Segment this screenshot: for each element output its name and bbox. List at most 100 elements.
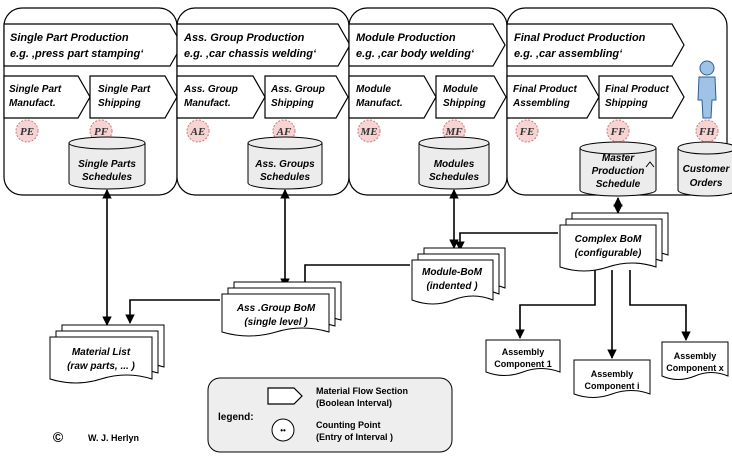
counting-point — [15, 119, 39, 143]
connectors — [102, 189, 691, 359]
counting-point — [515, 119, 539, 143]
legend-text: (Entry of Interval ) — [316, 432, 393, 442]
counting-point-label: AE — [190, 126, 206, 138]
stage-module: Module Production e.g. ‚car body welding… — [348, 7, 508, 196]
step-label: Ass. Group — [183, 84, 238, 95]
db-label: Production — [592, 166, 645, 177]
db-label: Schedule — [596, 179, 641, 190]
step-label: Final Product — [513, 84, 578, 95]
counting-point-label: FF — [610, 126, 626, 138]
step-label: Manufact. — [356, 98, 403, 109]
counting-point — [186, 119, 210, 143]
counting-point — [606, 119, 630, 143]
step-label: Single Part — [9, 84, 62, 95]
assgroup-bom-doc: Ass .Group BoM (single level ) — [221, 281, 342, 337]
small-arrow-icon — [645, 161, 655, 168]
step-label: Assembling — [512, 98, 570, 109]
counting-point-label: MF — [444, 126, 463, 138]
db-label: Customer — [683, 164, 731, 175]
component-label: Component 1 — [494, 359, 552, 369]
connector-line — [515, 270, 596, 339]
stage-example: e.g. ‚car body welding‘ — [356, 48, 475, 60]
person-icon — [697, 60, 717, 119]
database-cylinder — [579, 141, 657, 197]
counting-point-label: FH — [698, 126, 715, 138]
counting-point-label: FE — [519, 126, 535, 138]
db-label: Modules — [434, 159, 475, 170]
copyright-symbol: © — [53, 429, 64, 445]
doc-label: Material List — [72, 347, 131, 358]
step-label: Single Part — [98, 84, 151, 95]
step-label: Ass. Group — [270, 84, 325, 95]
db-label: Schedules — [82, 172, 132, 183]
step-label: Module — [443, 84, 478, 95]
step-label: Shipping — [98, 98, 141, 109]
connector-line — [455, 232, 558, 251]
connector-line — [125, 299, 220, 324]
assembly-component-x: Assembly Component x — [661, 341, 729, 380]
component-label: Component x — [666, 363, 724, 373]
database-cylinder — [68, 136, 146, 190]
legend-text: Material Flow Section — [316, 386, 408, 396]
counting-point — [272, 119, 296, 143]
doc-label: (indented ) — [426, 281, 478, 292]
component-label: Assembly — [591, 369, 634, 379]
doc-label: (configurable) — [575, 248, 642, 259]
stage-title: Single Part Production — [10, 32, 129, 44]
copyright-author: W. J. Herlyn — [88, 433, 139, 443]
stage-title: Final Product Production — [514, 32, 646, 44]
doc-label: Ass .Group BoM — [236, 303, 316, 314]
assembly-component-i: Assembly Component i — [573, 359, 651, 398]
component-label: Assembly — [502, 347, 545, 357]
counting-point — [89, 119, 113, 143]
legend: legend: Material Flow Section (Boolean I… — [207, 377, 453, 453]
database-cylinder — [418, 136, 490, 190]
material-list-doc: Material List (raw parts, ... ) — [49, 324, 165, 384]
complex-bom-doc: Complex BoM (configurable) — [559, 212, 669, 272]
database-cylinder — [677, 141, 732, 197]
copyright: © W. J. Herlyn — [53, 429, 139, 445]
db-label: Orders — [690, 178, 723, 189]
legend-text: (Boolean Interval) — [316, 398, 392, 408]
connector-line — [629, 270, 691, 341]
counting-point — [695, 119, 719, 143]
component-label: Assembly — [674, 351, 717, 361]
stage-title: Module Production — [356, 32, 456, 44]
legend-symbol: •• — [280, 426, 286, 435]
stage-final-product: Final Product Production e.g. ‚car assem… — [506, 7, 728, 197]
legend-label: legend: — [218, 412, 254, 423]
counting-point-label: AF — [276, 126, 292, 138]
step-label: Module — [356, 84, 391, 95]
step-label: Manufact. — [9, 98, 56, 109]
db-label: Single Parts — [78, 159, 136, 170]
customer: FH Customer Orders — [677, 60, 732, 197]
stage-example: e.g. ‚car assembling‘ — [514, 48, 623, 60]
db-label: Master — [602, 153, 635, 164]
step-label: Final Product — [605, 84, 670, 95]
stage-example: e.g. ‚car chassis welding‘ — [184, 48, 317, 60]
db-label: Schedules — [429, 172, 479, 183]
doc-label: Module-BoM — [422, 267, 483, 278]
database-cylinder — [247, 136, 323, 190]
doc-label: Complex BoM — [575, 234, 642, 245]
component-label: Component i — [585, 381, 640, 391]
counting-point-label: PE — [20, 126, 34, 138]
legend-text: Counting Point — [316, 420, 380, 430]
stage-ass-group: Ass. Group Production e.g. ‚car chassis … — [176, 7, 351, 196]
counting-point — [442, 119, 466, 143]
db-label: Schedules — [260, 172, 310, 183]
step-label: Shipping — [271, 98, 314, 109]
stage-single-part: Single Part Production e.g. ‚press part … — [3, 7, 183, 196]
step-label: Shipping — [605, 98, 648, 109]
doc-label: (single level ) — [244, 317, 308, 328]
assembly-component-1: Assembly Component 1 — [485, 339, 561, 376]
db-label: Ass. Groups — [254, 159, 315, 170]
material-flow-icon — [267, 387, 303, 405]
counting-point — [357, 119, 381, 143]
counting-point-label: ME — [359, 126, 377, 138]
stage-title: Ass. Group Production — [183, 32, 305, 44]
stage-example: e.g. ‚press part stamping‘ — [10, 48, 144, 60]
step-label: Manufact. — [184, 98, 231, 109]
doc-label: (raw parts, ... ) — [67, 361, 135, 372]
